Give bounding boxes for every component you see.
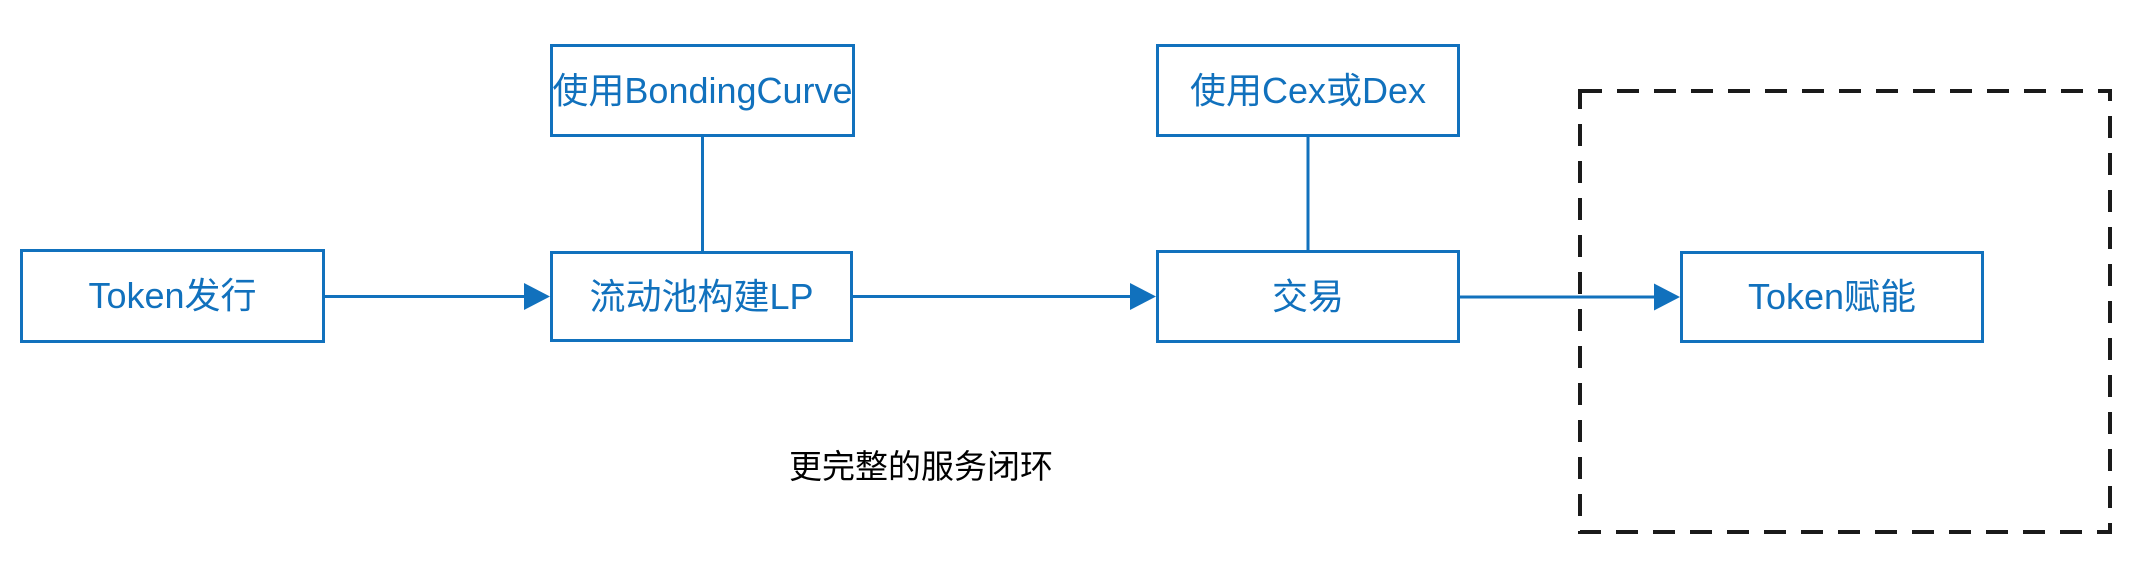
node-cex-dex-label: 使用Cex或Dex [1189, 69, 1427, 111]
node-lp-build-label: 流动池构建LP [589, 275, 814, 317]
node-trade-label: 交易 [1271, 275, 1344, 317]
node-cex-dex: 使用Cex或Dex [1156, 44, 1460, 137]
node-bonding-curve: 使用BondingCurve [550, 44, 855, 137]
node-token-empower-label: Token赋能 [1747, 276, 1917, 317]
dashed-group-boundary [1578, 89, 2112, 534]
node-token-issue-label: Token发行 [88, 275, 257, 316]
node-token-issue: Token发行 [20, 249, 325, 343]
diagram-caption: 更完整的服务闭环 [789, 448, 1053, 485]
arrowhead-icon [1654, 283, 1680, 311]
node-trade: 交易 [1156, 250, 1460, 343]
node-lp-build: 流动池构建LP [550, 251, 853, 342]
arrowhead-icon [1130, 283, 1156, 310]
arrowhead-icon [524, 283, 550, 310]
node-token-empower: Token赋能 [1680, 251, 1984, 343]
node-bonding-curve-label: 使用BondingCurve [552, 69, 853, 111]
